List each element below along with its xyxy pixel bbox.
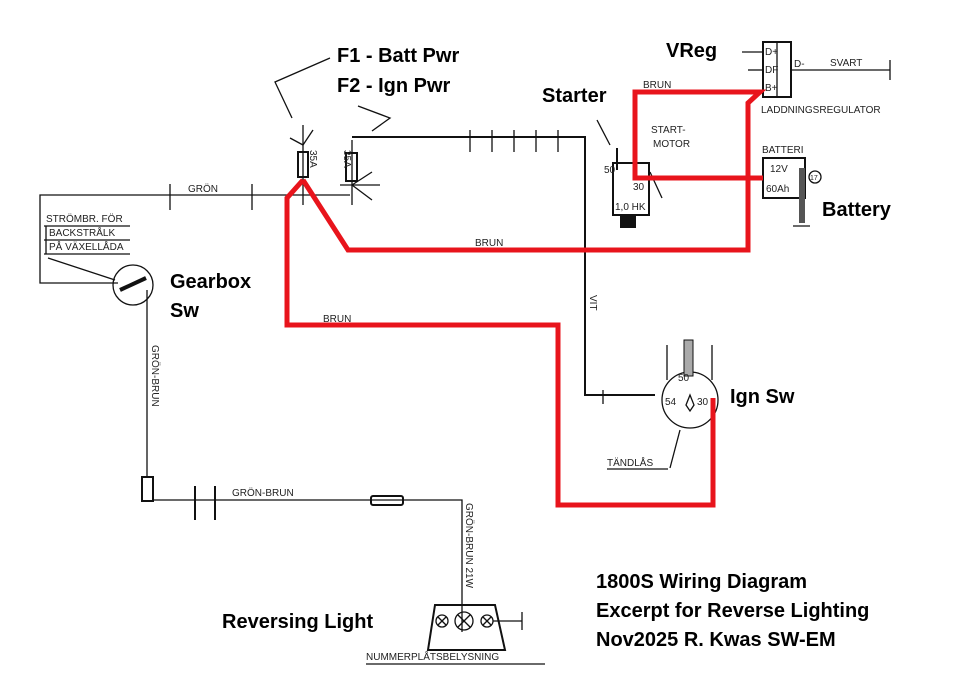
footer-line-1: 1800S Wiring Diagram <box>596 571 807 593</box>
wire-label-brun-mid: BRUN <box>475 238 503 249</box>
starter-plug <box>620 214 636 228</box>
annotations: F1 - Batt Pwr F2 - Ign Pwr VReg Starter … <box>170 40 892 651</box>
annotation-f1: F1 - Batt Pwr <box>337 45 459 67</box>
annotation-starter: Starter <box>542 85 607 107</box>
red-wire-fuse-to-battery <box>300 89 767 253</box>
startmotor-label-1: START- <box>651 125 686 136</box>
leader-f1 <box>274 57 331 119</box>
reg-terminal-dminus: D- <box>794 59 805 70</box>
fuse-f1 <box>289 125 314 205</box>
wire-label-gron-brun-lamp: GRÖN-BRUN 21W <box>463 503 475 589</box>
regulator-label: LADDNINGSREGULATOR <box>761 105 881 116</box>
fuse-f2 <box>340 140 380 205</box>
leader-starter <box>596 119 611 146</box>
annotation-vreg: VReg <box>666 40 717 62</box>
switch-label-2: BACKSTRÅLK <box>49 226 115 239</box>
schematic-text: 35A 35A GRÖN BRUN BRUN BRUN VIT GRÖN-BRU… <box>44 47 881 665</box>
starter-terminal-50-label: 50 <box>604 165 616 176</box>
wire-gron-brun-horizontal <box>153 499 463 632</box>
annotation-reversing-light: Reversing Light <box>222 611 373 633</box>
battery-voltage: 12V <box>770 164 788 175</box>
ign-terminal-30: 30 <box>697 397 709 408</box>
footer-line-3: Nov2025 R. Kwas SW-EM <box>596 629 836 651</box>
wire-svart <box>791 60 891 80</box>
annotation-battery: Battery <box>822 199 892 221</box>
wire-gron <box>39 194 350 284</box>
leader-f2 <box>357 105 392 132</box>
reg-terminal-df: DF <box>765 65 778 76</box>
lamp-reversing <box>454 611 474 631</box>
wire-label-gron-brun-horizontal: GRÖN-BRUN <box>232 487 294 499</box>
startmotor-label-2: MOTOR <box>653 139 690 150</box>
starter-hp-label: 1,0 HK <box>615 202 646 213</box>
wire-vit <box>352 136 655 396</box>
wire-label-gron-brun-vertical: GRÖN-BRUN <box>149 345 161 407</box>
fuse1-rating: 35A <box>307 150 318 168</box>
wire-label-vit: VIT <box>587 295 598 311</box>
annotation-f2: F2 - Ign Pwr <box>337 75 451 97</box>
ign-terminal-50: 50 <box>678 373 690 384</box>
footer-line-2: Excerpt for Reverse Lighting <box>596 600 869 622</box>
gearbox-switch-contact <box>119 276 147 292</box>
fuse2-rating: 35A <box>341 150 352 168</box>
battery-ref-circle <box>808 170 822 184</box>
connector-ticks-top <box>469 130 559 152</box>
tandlas-label: TÄNDLÅS <box>607 456 653 469</box>
switch-label-1: STRÖMBR. FÖR <box>46 213 123 225</box>
wire-label-brun-low: BRUN <box>323 314 351 325</box>
key-slot <box>685 393 695 413</box>
gearbox-switch-symbol <box>112 264 154 306</box>
reg-terminal-b: B+ <box>765 83 778 94</box>
schematic-wires <box>39 41 891 651</box>
reg-terminal-d: D+ <box>765 47 778 58</box>
connector-block <box>141 476 154 502</box>
highlight-wires <box>284 89 767 508</box>
switch-label-3: PÅ VÄXELLÅDA <box>49 240 124 253</box>
inline-fuse <box>370 495 404 506</box>
battery-capacity: 60Ah <box>766 184 789 195</box>
lamp-left <box>435 614 449 628</box>
wire-label-gron: GRÖN <box>188 183 218 195</box>
annotation-gearbox-2: Sw <box>170 300 199 322</box>
wire-label-brun-top: BRUN <box>643 80 671 91</box>
wire-label-svart: SVART <box>830 58 862 69</box>
ground-symbol <box>493 612 523 630</box>
plate-light-label: NUMMERPLÅTSBELYSNING <box>366 650 499 663</box>
annotation-ign-sw: Ign Sw <box>730 386 795 408</box>
battery-ref: 17 <box>810 175 818 182</box>
red-wire-fuse-to-ignition <box>284 178 716 508</box>
ign-terminal-54: 54 <box>665 397 677 408</box>
label-leader <box>47 257 116 281</box>
battery-ground-strap <box>799 168 805 223</box>
ign-switch-cable <box>683 339 694 377</box>
annotation-gearbox-1: Gearbox <box>170 271 251 293</box>
starter-terminal-30-label: 30 <box>633 182 645 193</box>
lamp-right <box>480 614 494 628</box>
plate-light-housing <box>426 604 507 651</box>
batteri-label: BATTERI <box>762 145 803 156</box>
leader-tandlas <box>669 429 681 469</box>
